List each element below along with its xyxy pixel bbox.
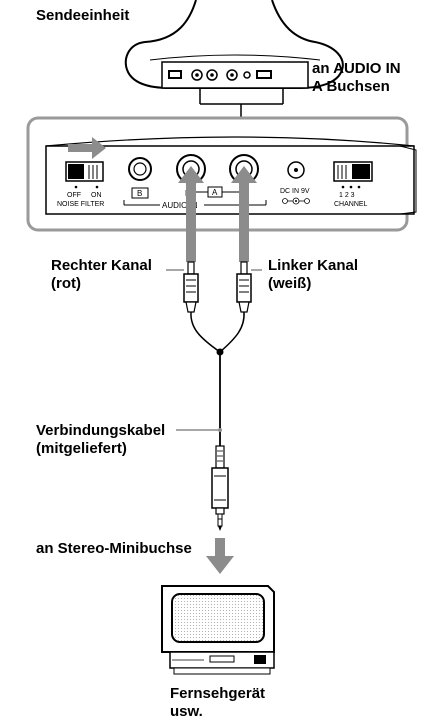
label-on: ON <box>91 192 102 199</box>
cable-wire-left <box>219 311 245 353</box>
jack-b[interactable] <box>128 157 152 181</box>
label-audio-in-line1: an AUDIO IN <box>312 60 401 77</box>
label-jack-b: B <box>137 189 142 198</box>
rca-plug-right <box>183 261 199 313</box>
label-jack-a: A <box>212 188 218 197</box>
polarity-icon <box>282 197 310 205</box>
label-left-channel-line1: Linker Kanal <box>268 257 358 274</box>
label-minijack: an Stereo-Minibuchse <box>36 540 192 557</box>
label-transmitter: Sendeeinheit <box>36 7 129 24</box>
rca-plug-left <box>236 261 252 313</box>
channel-switch[interactable] <box>333 161 373 182</box>
noise-filter-switch[interactable] <box>65 161 104 182</box>
arrow-to-tv <box>206 538 234 574</box>
cable-wire-right <box>190 311 221 353</box>
panel-enlargement: OFF ON NOISE FILTER B A R L AUDIO IN <box>26 116 417 232</box>
label-noise-filter: NOISE FILTER <box>57 201 104 208</box>
label-cable-line2: (mitgeliefert) <box>36 440 127 457</box>
label-right-channel-line2: (rot) <box>51 275 81 292</box>
noise-filter-arrow <box>68 137 106 159</box>
label-cable-line1: Verbindungskabel <box>36 422 165 439</box>
insert-arrow-left <box>231 166 257 262</box>
label-dc-in: DC IN 9V <box>280 188 310 195</box>
label-tv-line1: Fernsehgerät <box>170 685 265 702</box>
label-audio-in-line2: A Buchsen <box>312 78 390 95</box>
label-channel: CHANNEL <box>334 201 368 208</box>
dc-in-jack[interactable] <box>287 161 305 179</box>
insert-arrow-right <box>178 166 204 262</box>
label-tv-line2: usw. <box>170 703 203 720</box>
label-left-channel-line2: (weiß) <box>268 275 311 292</box>
label-channel-numbers: 1 2 3 <box>339 192 355 199</box>
transmitter-unit <box>124 0 344 89</box>
label-audio-in: AUDIO IN <box>162 201 198 210</box>
label-right-channel-line1: Rechter Kanal <box>51 257 152 274</box>
label-off: OFF <box>67 192 81 199</box>
tv-set <box>161 585 275 675</box>
mini-plug <box>211 445 229 531</box>
